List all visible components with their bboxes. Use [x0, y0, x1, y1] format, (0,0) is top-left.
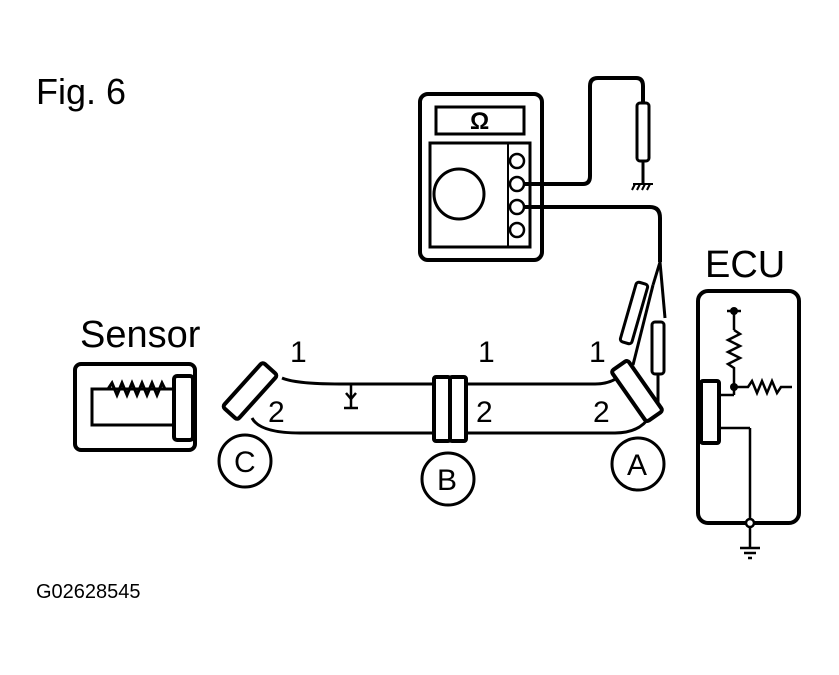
- connector-c-pin-2: 2: [268, 396, 285, 429]
- ground-symbol: [631, 183, 653, 191]
- ohmmeter: Ω: [418, 92, 544, 262]
- test-lead: [524, 205, 667, 408]
- ecu-label: ECU: [705, 244, 785, 286]
- meter-jack-2: [508, 175, 526, 193]
- ecu: ECU: [696, 244, 801, 560]
- connector-a-label: A: [627, 449, 647, 482]
- ground-lead: [524, 76, 653, 191]
- connector-b: 1 2 B: [420, 336, 495, 507]
- connector-c: 1 2 C: [217, 336, 307, 489]
- sensor-connector: [172, 374, 195, 442]
- connector-b-pin-1: 1: [478, 336, 495, 369]
- figure-title: Fig. 6: [36, 71, 126, 112]
- ohm-symbol: Ω: [470, 108, 489, 135]
- sensor-resistor: [90, 379, 174, 427]
- figure-code: G02628545: [36, 581, 141, 603]
- connector-a-pin-2: 2: [593, 396, 610, 429]
- connector-b-pin-2: 2: [476, 396, 493, 429]
- connector-c-label: C: [234, 446, 256, 479]
- meter-jack-4: [508, 221, 526, 239]
- test-probe-2: [650, 320, 666, 376]
- connector-a: 1 2 A: [589, 336, 666, 492]
- meter-jack-1: [508, 152, 526, 170]
- sensor: Sensor: [73, 314, 201, 452]
- meter-dial: [432, 167, 486, 221]
- connector-c-pin-1: 1: [290, 336, 307, 369]
- test-probe-1: [618, 280, 650, 346]
- meter-jack-3: [508, 198, 526, 216]
- connector-a-pin-1: 1: [589, 336, 606, 369]
- meter-display: [434, 105, 526, 136]
- connector-b-label: B: [437, 464, 457, 497]
- sensor-label: Sensor: [80, 314, 201, 356]
- ecu-connector: [699, 379, 721, 445]
- open-circuit-arrow-icon: [344, 384, 358, 410]
